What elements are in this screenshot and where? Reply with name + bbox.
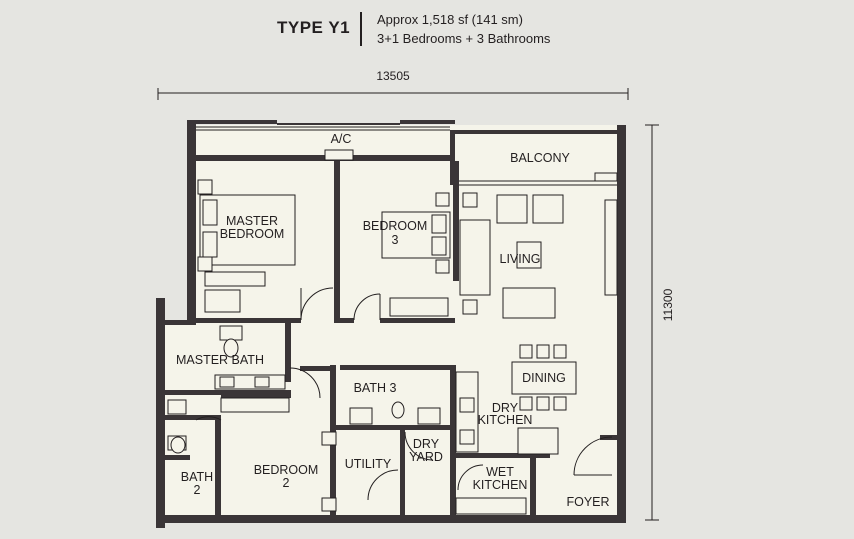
bath2-fixtures — [167, 399, 187, 454]
master-wardrobe-2 — [204, 289, 241, 313]
outer-walls — [156, 120, 626, 528]
top-window — [196, 126, 617, 186]
master-bedroom-label-1: MASTER — [226, 214, 278, 228]
living-furniture — [459, 192, 618, 319]
bedroom2-label-2: 2 — [283, 476, 290, 490]
interior-walls — [156, 161, 617, 520]
wet-kitchen-label-1: WET — [486, 465, 514, 479]
height-dimension-line — [645, 124, 659, 521]
dry-kitchen-counter — [455, 371, 479, 453]
bath2-label-2: 2 — [194, 483, 201, 497]
master-bath-label: MASTER BATH — [176, 353, 264, 367]
unit-type-title: TYPE Y1 — [277, 18, 351, 37]
bath3-fixtures — [349, 401, 441, 425]
bath2-label-1: BATH — [181, 470, 213, 484]
dry-kitchen-label-1: DRY — [492, 401, 519, 415]
master-bedroom-label-2: BEDROOM — [220, 227, 285, 241]
unit-rooms-text: 3+1 Bedrooms + 3 Bathrooms — [377, 31, 551, 46]
plan-header: TYPE Y1 Approx 1,518 sf (141 sm) 3+1 Bed… — [0, 0, 854, 60]
doors — [195, 287, 613, 501]
width-dimension-label: 13505 — [376, 69, 410, 83]
dining-furniture — [511, 344, 577, 411]
foyer-label: FOYER — [566, 495, 609, 509]
dining-label: DINING — [522, 371, 566, 385]
width-dimension-line — [157, 88, 629, 100]
kitchen-island — [517, 427, 559, 455]
ac-unit — [324, 149, 354, 161]
ac-label: A/C — [331, 132, 352, 146]
bedroom3-label-2: 3 — [392, 233, 399, 247]
bath3-label: BATH 3 — [354, 381, 397, 395]
bedroom3-bed — [381, 192, 451, 274]
balcony-label: BALCONY — [510, 151, 570, 165]
wet-kitchen-label-2: KITCHEN — [473, 478, 528, 492]
bedroom2-wardrobe — [220, 397, 290, 413]
unit-area-text: Approx 1,518 sf (141 sm) — [377, 12, 523, 27]
dry-yard-label-1: DRY — [413, 437, 440, 451]
bedroom2-label-1: BEDROOM — [254, 463, 319, 477]
height-dimension-label: 11300 — [661, 288, 675, 321]
bedroom3-label-1: BEDROOM — [363, 219, 428, 233]
wet-kitchen-counter — [455, 497, 527, 515]
ac-unit-balcony — [594, 172, 618, 182]
dry-yard-label-2: YARD — [409, 450, 443, 464]
header-divider — [360, 12, 362, 46]
dry-kitchen-label-2: KITCHEN — [478, 413, 533, 427]
utility-label: UTILITY — [345, 457, 392, 471]
master-bath-fixtures — [214, 325, 286, 390]
bedroom2-bed — [321, 431, 337, 512]
master-wardrobe — [204, 271, 266, 287]
master-bed — [197, 179, 296, 272]
bedroom3-wardrobe — [389, 297, 449, 317]
living-label: LIVING — [500, 252, 541, 266]
